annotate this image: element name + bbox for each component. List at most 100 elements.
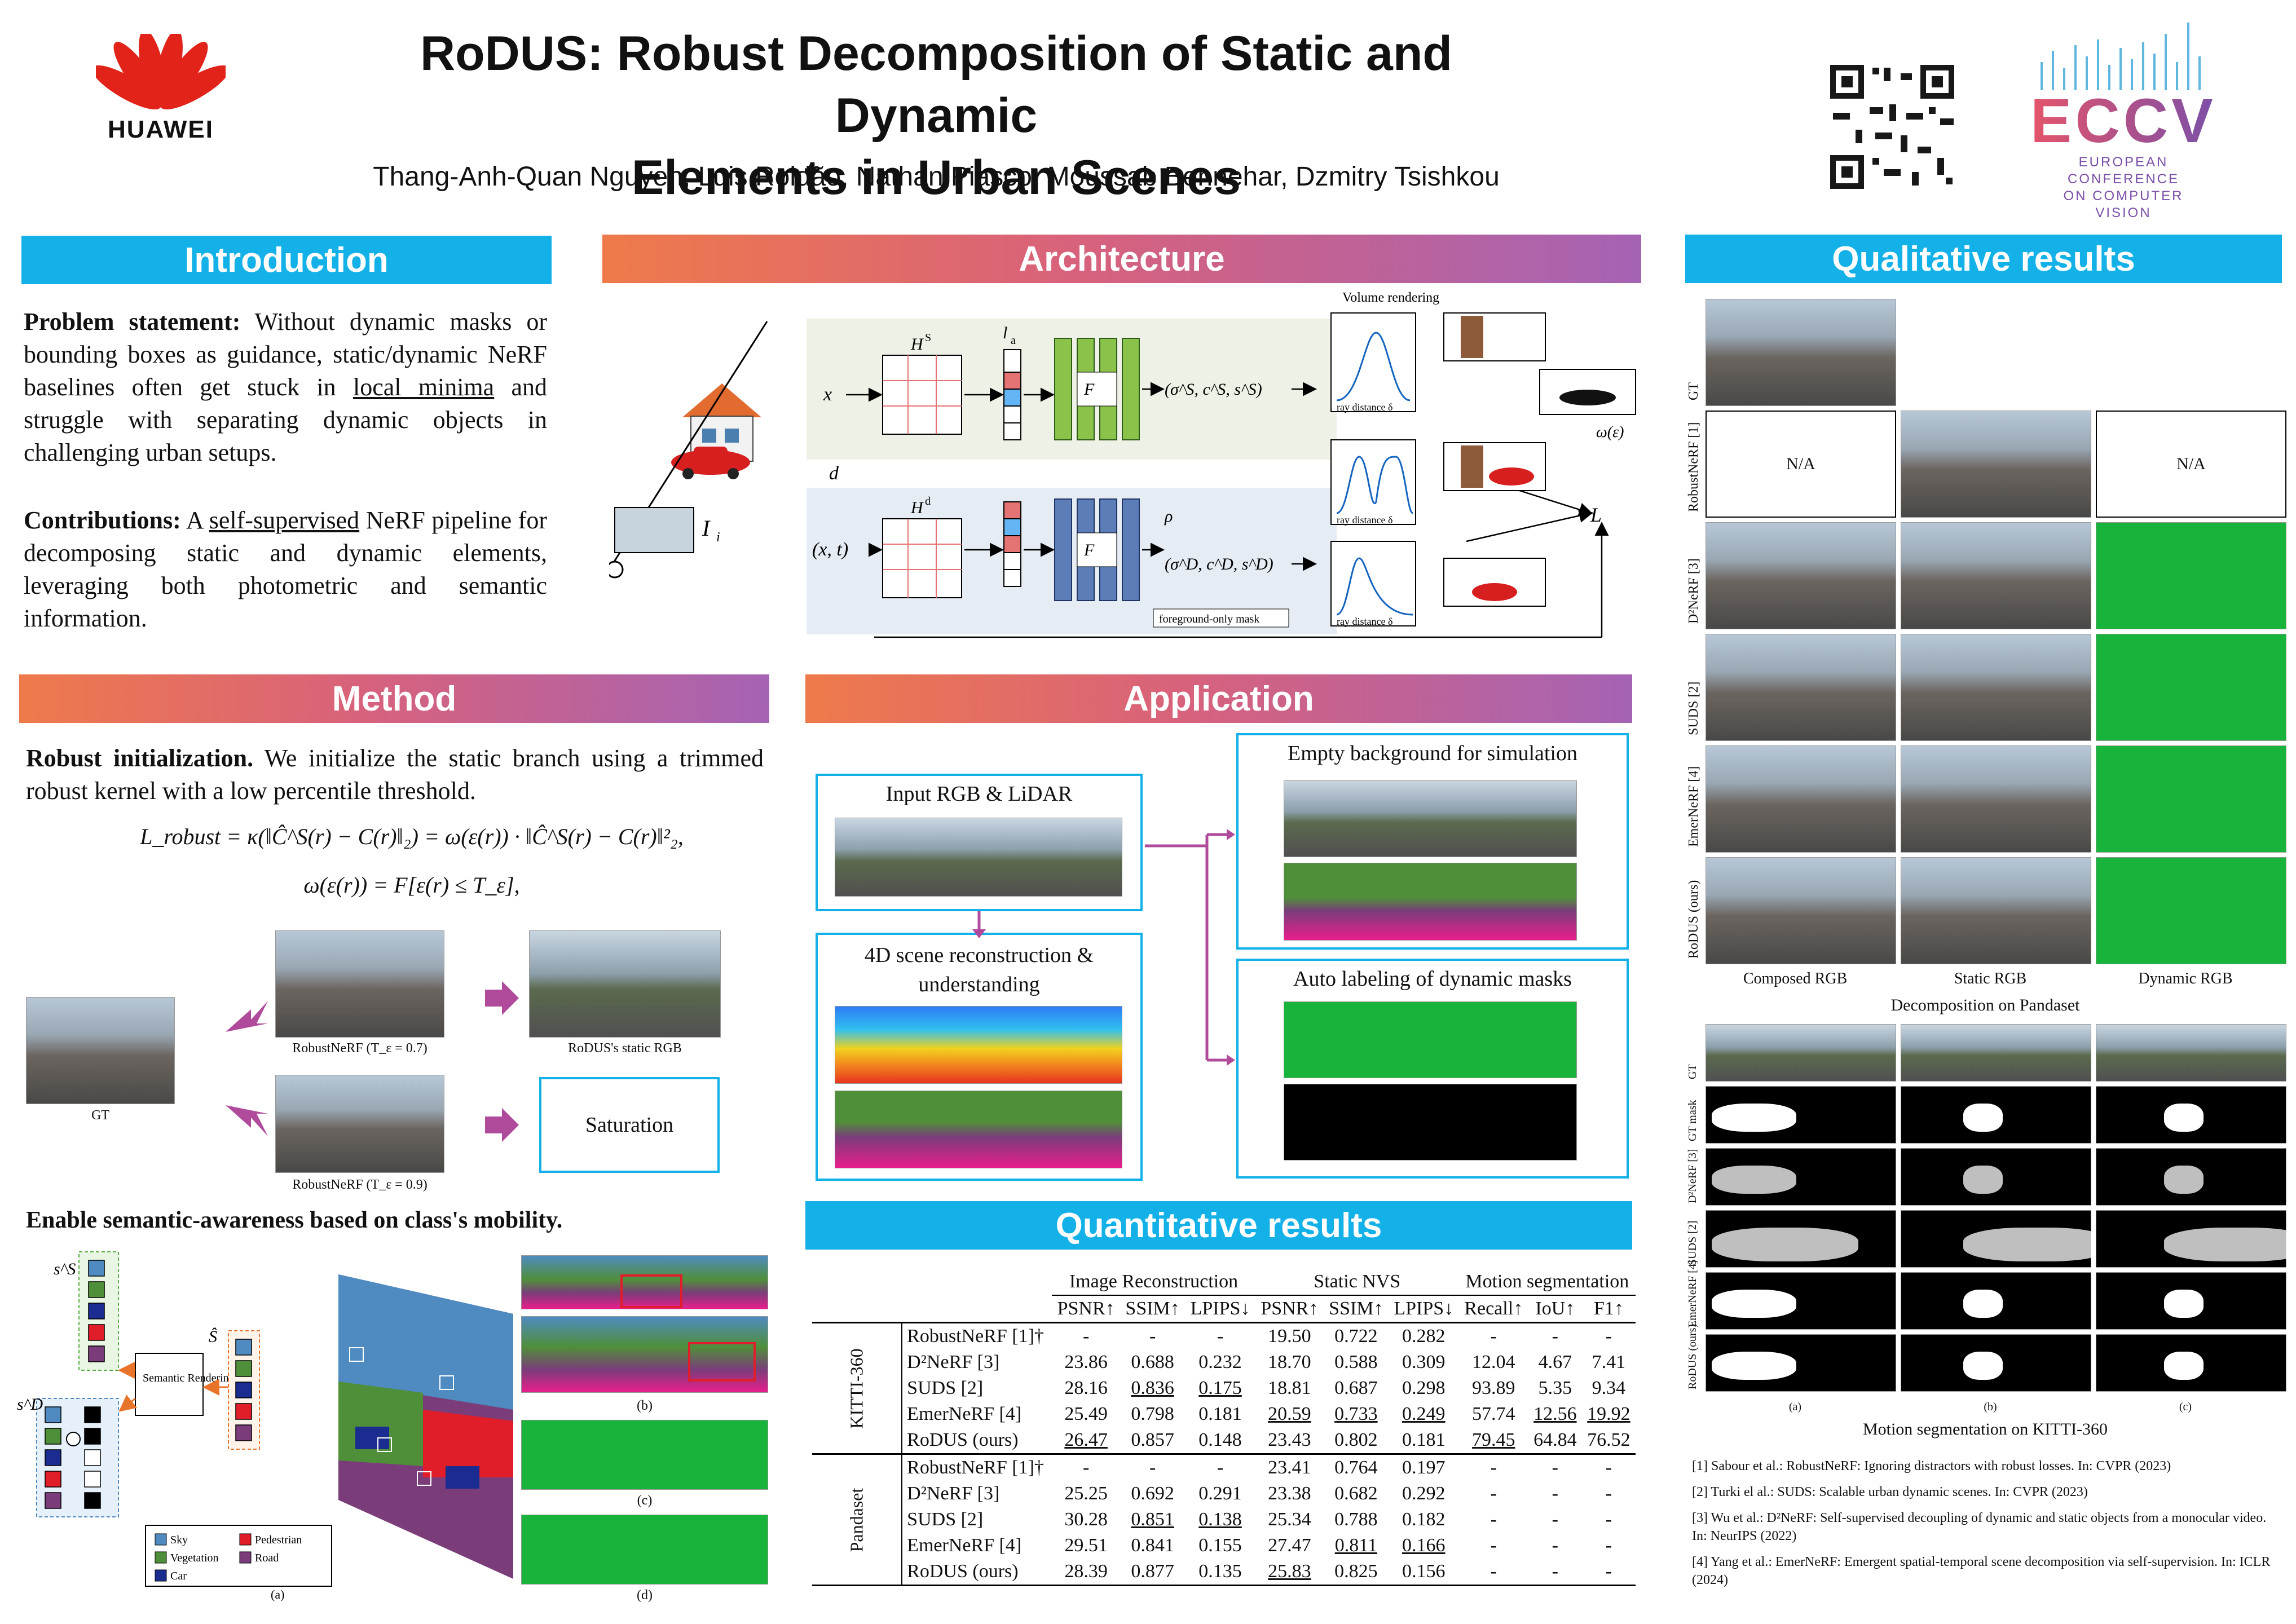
value-cell: - — [1490, 1483, 1497, 1504]
value-cell: 64.84 — [1533, 1429, 1577, 1450]
eccv-subtitle: EUROPEAN CONFERENCE ON COMPUTER VISION — [2063, 155, 2184, 220]
mask-blob — [1712, 1352, 1796, 1380]
mask-blob — [1963, 1290, 2003, 1318]
app-auto-image — [1284, 1001, 1577, 1078]
value-cell: 0.682 — [1334, 1483, 1378, 1504]
value-cell: 0.722 — [1334, 1326, 1378, 1347]
value-cell: 25.34 — [1268, 1509, 1311, 1530]
value-cell: - — [1552, 1483, 1558, 1504]
section-architecture: Architecture — [602, 235, 1641, 283]
qual-image — [2096, 634, 2286, 741]
equation-robust-loss: L_robust = κ(‖Ĉ^S(r) − C(r)‖₂) = ω(ε(r))… — [140, 824, 684, 849]
method-robustnerf-07 — [275, 930, 444, 1038]
svg-text:a: a — [1011, 334, 1016, 347]
caption-robustnerf-09: RobustNeRF (T_ε = 0.9) — [292, 1177, 428, 1192]
quantitative-table: Image Reconstruction Static NVS Motion s… — [812, 1269, 1636, 1586]
seg-row-label: RoDUS (ours) — [1686, 1323, 1699, 1389]
value-cell: - — [1490, 1561, 1497, 1582]
svg-text:ray distance δ: ray distance δ — [1337, 616, 1392, 627]
value-cell: 0.298 — [1402, 1378, 1446, 1398]
seg-image — [1901, 1210, 2110, 1268]
svg-text:ρ: ρ — [1164, 507, 1173, 526]
method-robust-init: Robust initialization. We initialize the… — [26, 744, 764, 805]
seg-row-label: GT — [1686, 1064, 1699, 1079]
value-cell: 0.857 — [1131, 1429, 1174, 1450]
value-cell: 25.49 — [1064, 1404, 1108, 1424]
value-cell: - — [1149, 1457, 1156, 1478]
qual-image — [1706, 299, 1896, 406]
svg-text:(a): (a) — [271, 1587, 284, 1601]
value-cell: 76.52 — [1587, 1429, 1630, 1450]
value-cell: 23.38 — [1268, 1483, 1311, 1504]
value-cell: 0.155 — [1198, 1535, 1242, 1556]
method-static-rgb — [529, 930, 721, 1038]
svg-text:ray distance δ: ray distance δ — [1337, 514, 1392, 526]
value-cell: 0.798 — [1131, 1404, 1174, 1424]
mask-blob — [1712, 1228, 1858, 1261]
app-depth-image — [835, 1006, 1122, 1084]
mask-blob — [1712, 1104, 1796, 1132]
svg-text:I: I — [702, 515, 711, 541]
seg-row-label: GT mask — [1686, 1100, 1699, 1141]
dataset-label: Pandaset — [812, 1454, 903, 1586]
seg-image — [1706, 1210, 1896, 1268]
caption-fig-c: (c) — [637, 1493, 653, 1508]
method-cell: RoDUS (ours) — [907, 1429, 1019, 1450]
dynamic-mask-d — [521, 1515, 768, 1585]
reference-1: [1] Sabour et al.: RobustNeRF: Ignoring … — [1692, 1459, 2171, 1473]
value-cell: 28.39 — [1064, 1561, 1108, 1582]
qual-image — [1706, 634, 1896, 741]
seg-row-label: SUDS [2] — [1686, 1220, 1699, 1265]
seg-row-label: D²NeRF [3] — [1686, 1149, 1699, 1203]
qr-code[interactable] — [1827, 62, 1957, 192]
semantic-awareness-heading: Enable semantic-awareness based on class… — [26, 1207, 563, 1233]
seg-image — [1901, 1024, 2091, 1082]
svg-text:ray distance δ: ray distance δ — [1337, 401, 1392, 413]
app-input-image — [835, 818, 1122, 897]
value-cell: 0.687 — [1334, 1378, 1378, 1398]
qual-row-label: D²NeRF [3] — [1686, 558, 1701, 624]
app-recon-box: 4D scene reconstruction & understanding — [816, 933, 1143, 1181]
value-cell: 18.70 — [1268, 1352, 1311, 1373]
seg-image — [2096, 1148, 2286, 1206]
method-cell: EmerNeRF [4] — [907, 1535, 1022, 1556]
value-cell: - — [1490, 1326, 1497, 1347]
section-qualitative: Qualitative results — [1685, 235, 2282, 283]
value-cell: 23.43 — [1268, 1429, 1311, 1450]
group-image-recon: Image Reconstruction — [1052, 1269, 1255, 1296]
value-cell: 0.156 — [1402, 1561, 1446, 1582]
value-cell: - — [1217, 1457, 1224, 1478]
qual-row-label: RoDUS (ours) — [1686, 880, 1701, 959]
reference-3: [3] Wu et al.: D²NeRF: Self-supervised d… — [1692, 1511, 2267, 1543]
skyline-icon — [2041, 23, 2201, 90]
value-cell: 93.89 — [1471, 1378, 1515, 1398]
value-cell: 4.67 — [1538, 1352, 1572, 1373]
value-cell: - — [1082, 1326, 1090, 1347]
value-cell: 19.92 — [1587, 1404, 1630, 1424]
svg-text:H: H — [910, 498, 924, 517]
semantic-diagram-svg: s^S s^D Semantic Rendering Ŝ Sky Pedestr… — [17, 1251, 513, 1601]
seg-sub-labels: (a) (b) (c) — [1788, 1401, 2192, 1413]
qual-image — [1706, 745, 1896, 853]
svg-text:(σ^D, c^D, s^D): (σ^D, c^D, s^D) — [1165, 555, 1273, 573]
value-cell: 0.197 — [1402, 1457, 1446, 1478]
svg-text:Semantic Rendering: Semantic Rendering — [143, 1372, 235, 1384]
qual-caption-2: Motion segmentation on KITTI-360 — [1862, 1420, 2108, 1438]
value-cell: 9.34 — [1592, 1378, 1626, 1398]
svg-text:Volume rendering: Volume rendering — [1342, 290, 1439, 305]
svg-text:Pedestrian: Pedestrian — [255, 1534, 302, 1546]
method-robustnerf-09 — [275, 1075, 444, 1173]
method-cell: D²NeRF [3] — [907, 1352, 1000, 1373]
value-cell: - — [1490, 1457, 1497, 1478]
value-cell: 0.181 — [1198, 1404, 1242, 1424]
value-cell: 0.232 — [1198, 1352, 1242, 1373]
svg-text:L: L — [1590, 504, 1602, 526]
intro-problem: Problem statement: Without dynamic masks… — [24, 308, 548, 466]
